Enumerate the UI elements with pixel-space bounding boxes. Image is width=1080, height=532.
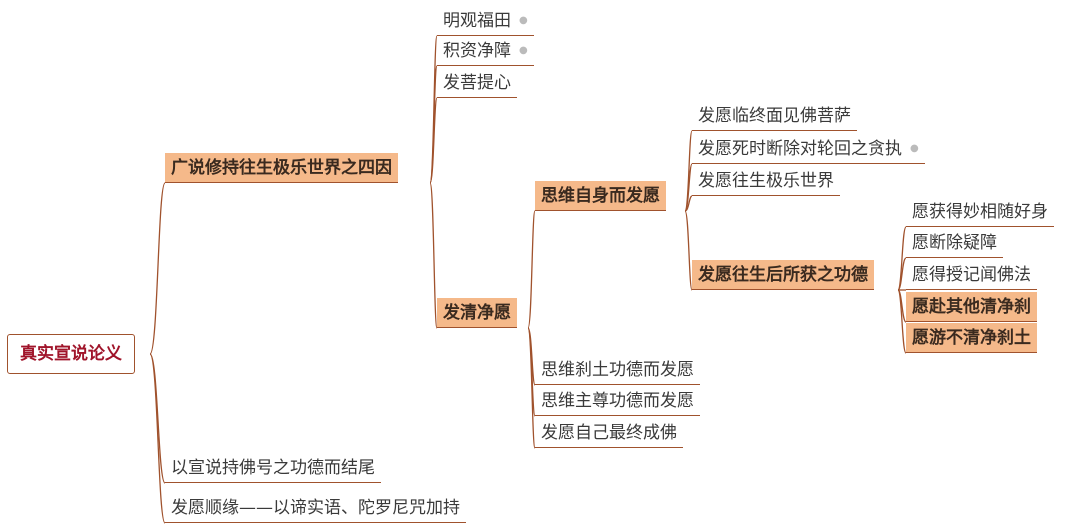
node-wish-impure-lands[interactable]: 愿游不清净刹土: [906, 323, 1037, 353]
branch-favorable-conditions-label: 发愿顺缘——以谛实语、陀罗尼咒加持: [171, 498, 460, 518]
node-wish-prophecy-label: 愿得授记闻佛法: [912, 265, 1031, 285]
connector-root-branch-a: [149, 182, 166, 355]
branch-four-causes-label: 广说修持往生极乐世界之四因: [171, 158, 392, 178]
node-land-merit-aspiration-label: 思维刹土功德而发愿: [541, 360, 694, 380]
branch-buddha-name-merit-label: 以宣说持佛号之功德而结尾: [171, 458, 375, 478]
connector-root-branch-c: [149, 353, 166, 524]
node-pure-aspiration-label: 发清净愿: [443, 303, 511, 323]
node-see-buddha-at-death[interactable]: 发愿临终面见佛菩萨: [692, 101, 857, 131]
branch-buddha-name-merit[interactable]: 以宣说持佛号之功德而结尾: [165, 453, 381, 483]
node-wish-remove-doubt-label: 愿断除疑障: [912, 233, 997, 253]
root-label: 真实宣说论义: [20, 344, 122, 364]
node-wish-remove-doubt[interactable]: 愿断除疑障: [906, 228, 1003, 258]
node-qualities-after-rebirth-label: 发愿往生后所获之功德: [698, 265, 868, 285]
connector-c1-2: [684, 163, 693, 212]
node-final-buddhahood[interactable]: 发愿自己最终成佛: [535, 418, 683, 448]
node-wish-other-pure-lands-label: 愿赴其他清净刹: [912, 297, 1031, 317]
node-wish-other-pure-lands[interactable]: 愿赴其他清净刹: [906, 292, 1037, 322]
root-node[interactable]: 真实宣说论义: [7, 334, 135, 374]
node-rebirth-sukhavati[interactable]: 发愿往生极乐世界: [692, 166, 840, 196]
connector-sub-4: [527, 327, 536, 449]
dot-icon: ●: [519, 45, 528, 56]
node-final-buddhahood-label: 发愿自己最终成佛: [541, 423, 677, 443]
node-cut-attachment[interactable]: 发愿死时断除对轮回之贪执 ●: [692, 134, 925, 164]
node-bodhicitta[interactable]: 发菩提心: [437, 68, 517, 98]
connector-c1-3: [684, 195, 693, 212]
node-wish-marks-body[interactable]: 愿获得妙相随好身: [906, 197, 1054, 227]
node-merit-field-label: 明观福田: [443, 11, 511, 31]
connector-g-5: [897, 289, 907, 354]
connector-g-2: [897, 257, 907, 291]
node-qualities-after-rebirth[interactable]: 发愿往生后所获之功德: [692, 260, 874, 290]
node-wish-impure-lands-label: 愿游不清净刹土: [912, 328, 1031, 348]
connector-sub-1: [527, 210, 536, 329]
node-self-aspiration[interactable]: 思维自身而发愿: [535, 181, 666, 211]
node-bodhicitta-label: 发菩提心: [443, 73, 511, 93]
node-lord-merit-aspiration-label: 思维主尊功德而发愿: [541, 391, 694, 411]
node-self-aspiration-label: 思维自身而发愿: [541, 186, 660, 206]
node-merit-field[interactable]: 明观福田 ●: [437, 6, 534, 36]
connector-a-2: [429, 65, 438, 184]
node-accumulate-purify[interactable]: 积资净障 ●: [437, 36, 534, 66]
branch-four-causes[interactable]: 广说修持往生极乐世界之四因: [165, 153, 398, 183]
node-lord-merit-aspiration[interactable]: 思维主尊功德而发愿: [535, 386, 700, 416]
node-land-merit-aspiration[interactable]: 思维刹土功德而发愿: [535, 355, 700, 385]
connector-c1-sub: [684, 210, 693, 291]
node-pure-aspiration[interactable]: 发清净愿: [437, 298, 517, 328]
connector-a-sub: [429, 182, 438, 329]
node-wish-marks-body-label: 愿获得妙相随好身: [912, 202, 1048, 222]
branch-favorable-conditions[interactable]: 发愿顺缘——以谛实语、陀罗尼咒加持: [165, 493, 466, 523]
node-wish-prophecy[interactable]: 愿得授记闻佛法: [906, 260, 1037, 290]
dot-icon: ●: [910, 143, 919, 154]
node-rebirth-sukhavati-label: 发愿往生极乐世界: [698, 171, 834, 191]
node-accumulate-purify-label: 积资净障: [443, 41, 511, 61]
node-cut-attachment-label: 发愿死时断除对轮回之贪执: [698, 139, 902, 159]
connector-a-3: [429, 97, 438, 184]
dot-icon: ●: [519, 15, 528, 26]
node-see-buddha-at-death-label: 发愿临终面见佛菩萨: [698, 106, 851, 126]
